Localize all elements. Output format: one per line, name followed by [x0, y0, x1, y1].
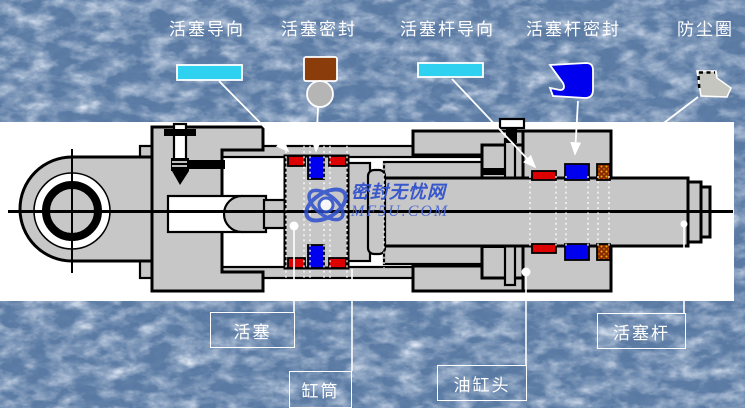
- piston-guide-ring-bottom-right: [328, 257, 347, 269]
- barrel-thread-top: [482, 168, 506, 175]
- part-label-cylinder-head: 油缸头: [437, 365, 527, 401]
- dust-seal-bottom: [596, 243, 611, 261]
- projection-lines: [285, 125, 610, 297]
- leader-dust-seal: [612, 96, 699, 163]
- rod-seal-bottom: [564, 243, 590, 261]
- rod-guide-ring-bottom: [531, 243, 557, 254]
- piston-guide-strip-icon: [176, 64, 243, 81]
- legend-icons: [176, 56, 732, 108]
- rod-guide-ring-top: [531, 170, 557, 181]
- rod-u-cup-seal-icon: [548, 62, 594, 99]
- legend-label-rod-seal: 活塞杆密封: [526, 20, 621, 39]
- leader-rod-guide: [451, 78, 537, 169]
- legend-label-dust-ring: 防尘圈: [677, 20, 734, 39]
- head-junction-bottom: [503, 243, 517, 287]
- watermark-line2: MF5U.COM: [351, 202, 450, 220]
- leader-rod-seal: [570, 100, 582, 156]
- cushion-spear-tip: [222, 194, 268, 234]
- leader-piston-guide: [218, 80, 290, 153]
- legend-label-piston-guide: 活塞导向: [169, 20, 245, 39]
- watermark-logo-icon: [304, 187, 348, 223]
- legend-label-piston-seal: 活塞密封: [281, 20, 357, 39]
- watermark: 密封无忧网 MF5U.COM: [351, 182, 450, 220]
- dust-seal-top: [596, 163, 611, 181]
- cap-port-fitting: [164, 122, 225, 185]
- part-label-piston-rod: 活塞杆: [597, 313, 686, 349]
- piston-guide-ring-bottom-left: [287, 257, 306, 269]
- watermark-line1: 密封无忧网: [351, 182, 446, 202]
- head-port-fitting: [498, 117, 526, 143]
- hydraulic-cylinder-drawing: [8, 78, 733, 371]
- legend-label-rod-guide: 活塞杆导向: [400, 20, 495, 39]
- leader-piston-seal: [311, 107, 322, 153]
- part-label-barrel: 缸筒: [289, 371, 352, 408]
- rod-guide-strip-icon: [417, 62, 484, 78]
- piston-oring-icon: [306, 80, 334, 108]
- piston-guide-ring-top-left: [287, 155, 306, 167]
- wiper-seal-icon: [696, 70, 732, 98]
- piston-seal-icon: [303, 56, 338, 82]
- piston-guide-ring-top-right: [328, 155, 347, 167]
- rod-seal-top: [564, 163, 590, 181]
- part-label-piston: 活塞: [210, 312, 295, 348]
